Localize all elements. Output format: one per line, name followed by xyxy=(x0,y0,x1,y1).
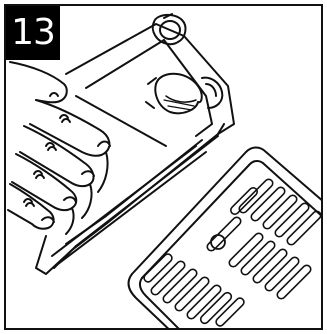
hand-illustration xyxy=(8,62,110,234)
step-number-badge: 13 xyxy=(6,6,60,60)
nozzle-cylinder xyxy=(146,74,222,114)
instruction-panel: 13 xyxy=(4,4,323,330)
